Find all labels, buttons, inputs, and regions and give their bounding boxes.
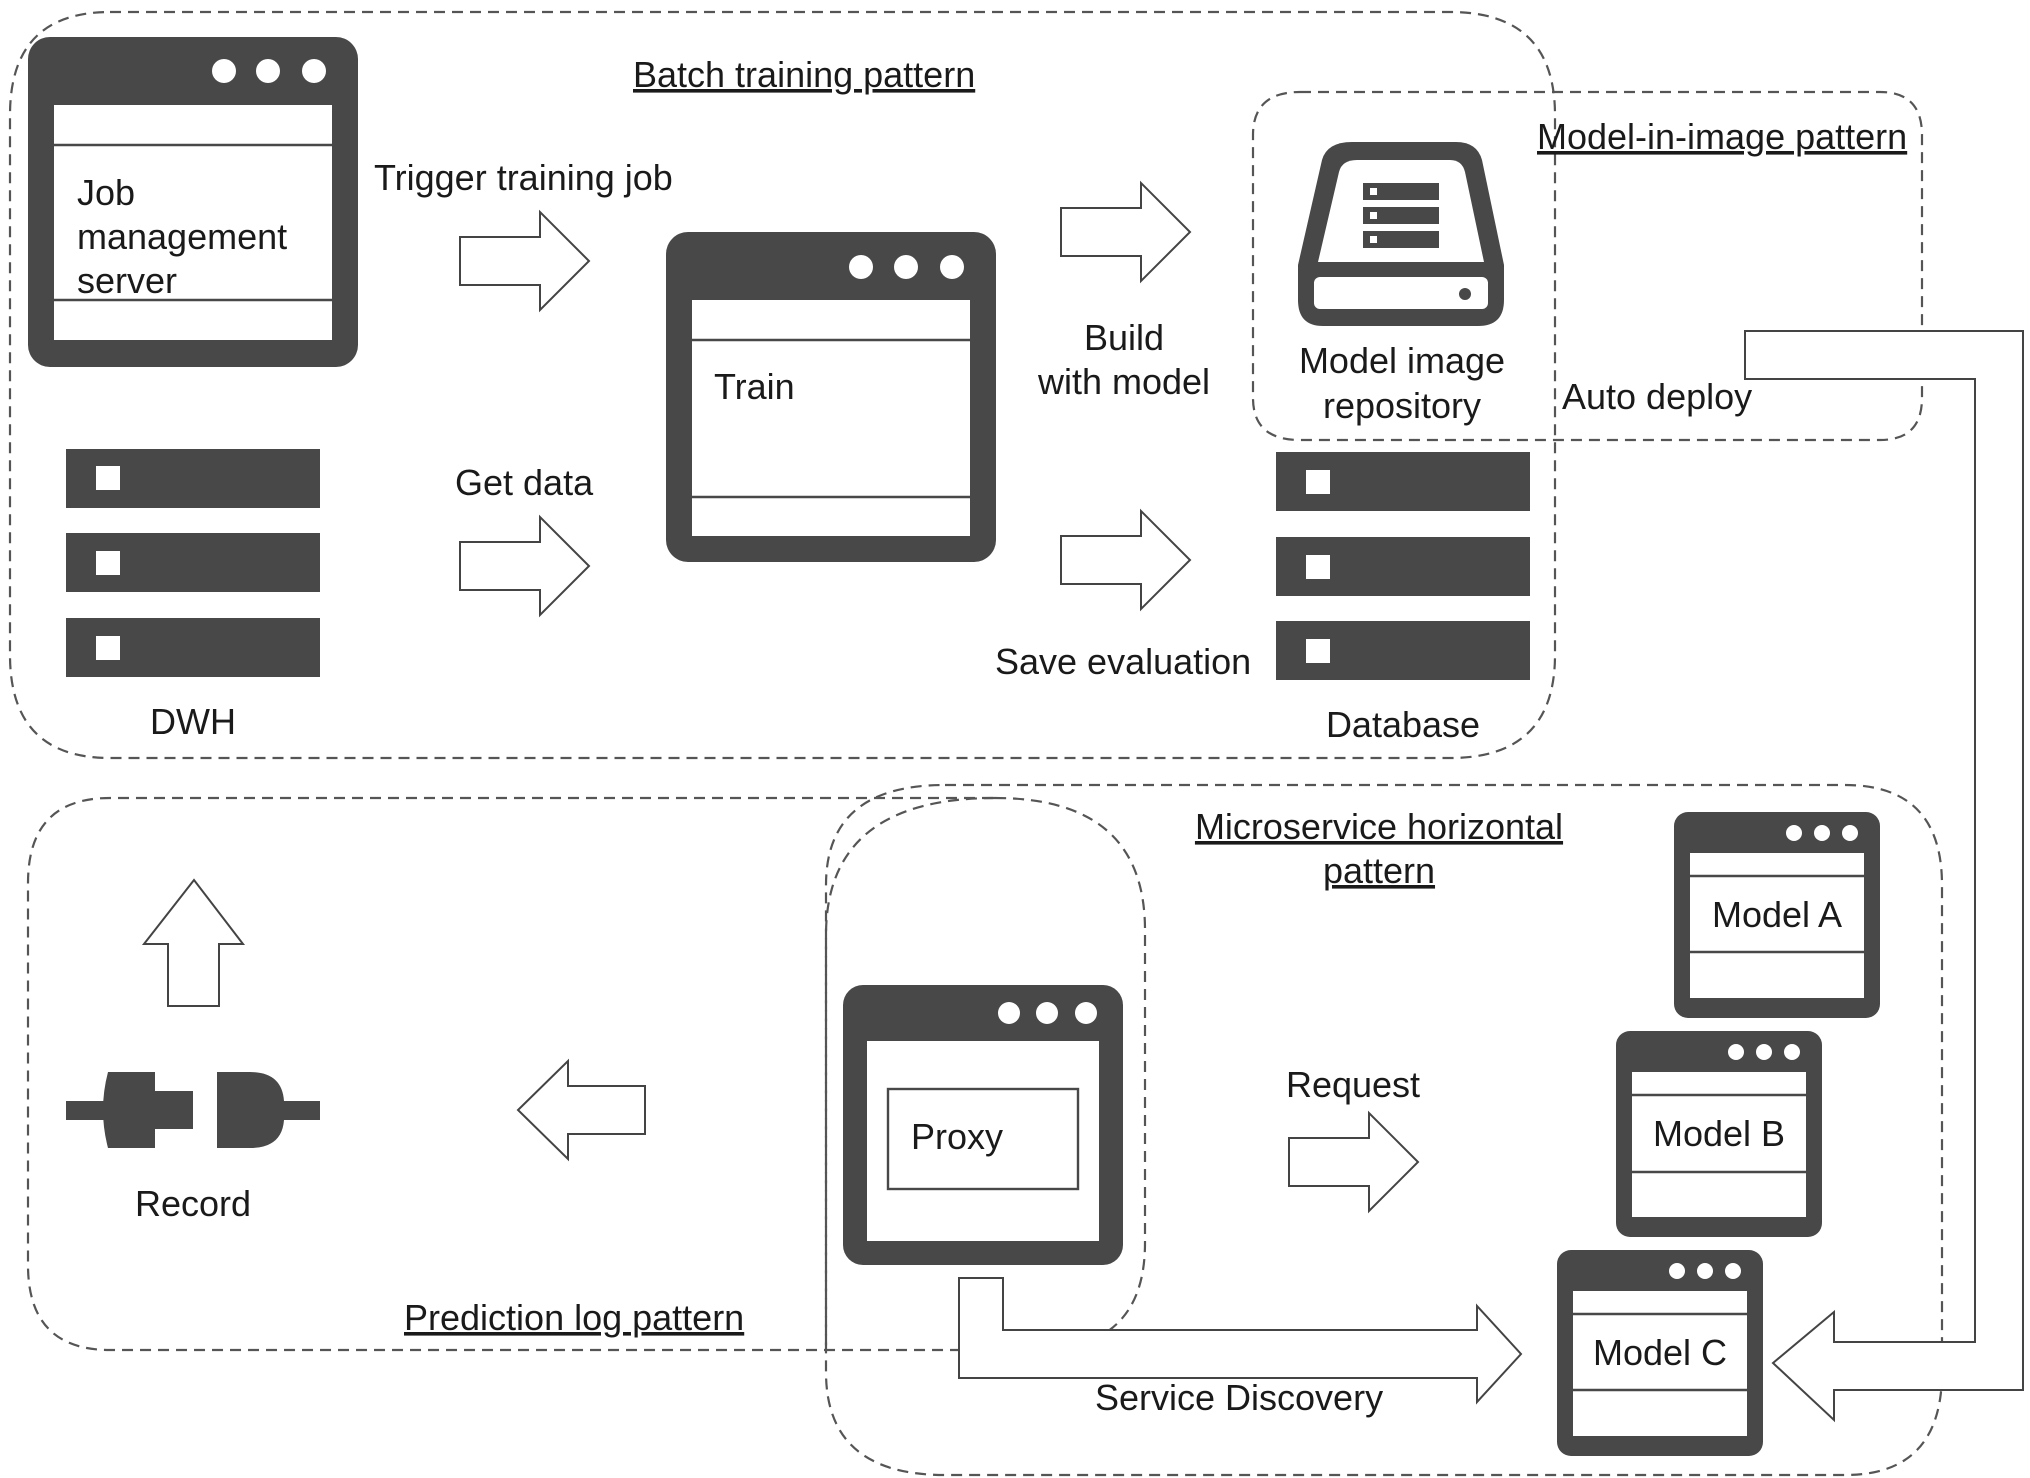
build-label-line2: with model xyxy=(1037,361,1210,402)
job-server-window-icon xyxy=(28,37,358,367)
proxy-region-left-edge xyxy=(824,796,996,1350)
record-up-arrow xyxy=(141,878,246,1007)
job-server-label-line1: Job xyxy=(77,172,135,213)
trigger-label: Trigger training job xyxy=(374,157,673,198)
trigger-arrow xyxy=(459,209,591,313)
model-a-window-icon xyxy=(1674,812,1880,1018)
batch-training-region xyxy=(8,10,1557,760)
plug-icon xyxy=(66,1072,320,1148)
build-label-line1: Build xyxy=(1084,317,1164,358)
model-c-label: Model C xyxy=(1593,1332,1727,1373)
service-discovery-label: Service Discovery xyxy=(1095,1377,1383,1418)
dwh-server-icon xyxy=(66,449,320,677)
prediction-log-title: Prediction log pattern xyxy=(404,1297,744,1338)
model-b-label: Model B xyxy=(1653,1113,1785,1154)
model-c-window-icon xyxy=(1557,1250,1763,1456)
auto-deploy-label: Auto deploy xyxy=(1562,376,1752,417)
job-server-label-line3: server xyxy=(77,260,177,301)
model-repo-label-line1: Model image xyxy=(1299,340,1505,381)
prediction-log-region xyxy=(26,796,1147,1352)
auto-deploy-arrow xyxy=(1744,330,2024,1423)
model-in-image-region xyxy=(1251,90,1924,442)
request-label: Request xyxy=(1286,1064,1420,1105)
train-window-icon xyxy=(666,232,996,562)
get-data-label: Get data xyxy=(455,462,594,503)
model-in-image-title: Model-in-image pattern xyxy=(1537,116,1907,157)
batch-training-title: Batch training pattern xyxy=(633,54,975,95)
microservice-title-line1: Microservice horizontal xyxy=(1195,806,1563,847)
model-repo-label-line2: repository xyxy=(1323,385,1481,426)
proxy-label: Proxy xyxy=(911,1116,1003,1157)
service-discovery-arrow xyxy=(958,1277,1523,1405)
record-label: Record xyxy=(135,1183,251,1224)
train-label: Train xyxy=(714,366,795,407)
request-arrow xyxy=(1288,1110,1420,1214)
model-repository-drive-icon xyxy=(1298,142,1504,326)
build-arrow xyxy=(1060,180,1192,284)
log-arrow xyxy=(516,1058,646,1162)
database-label: Database xyxy=(1326,704,1480,745)
model-a-label: Model A xyxy=(1712,894,1842,935)
save-eval-label: Save evaluation xyxy=(995,641,1251,682)
save-eval-arrow xyxy=(1060,508,1192,612)
model-b-window-icon xyxy=(1616,1031,1822,1237)
job-server-label-line2: management xyxy=(77,216,287,257)
database-server-icon xyxy=(1276,452,1530,680)
proxy-window-icon xyxy=(843,985,1123,1265)
microservice-title-line2: pattern xyxy=(1323,850,1435,891)
get-data-arrow xyxy=(459,514,591,618)
dwh-label: DWH xyxy=(150,701,236,742)
